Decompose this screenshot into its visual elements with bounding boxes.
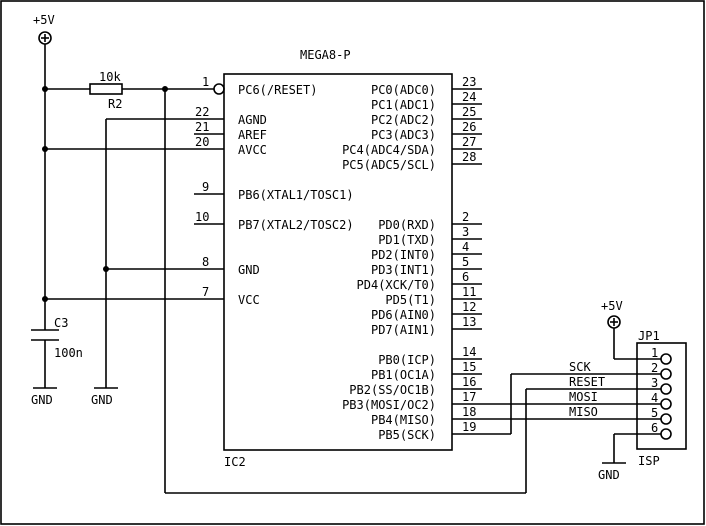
resistor-value: 10k bbox=[99, 70, 121, 84]
pin-num-3: 3 bbox=[462, 225, 469, 239]
pin-num-17: 17 bbox=[462, 390, 476, 404]
pin-label-right: PD4(XCK/T0) bbox=[357, 278, 436, 292]
pin-label-right: PD2(INT0) bbox=[371, 248, 436, 262]
isp-pin-num: 4 bbox=[651, 391, 658, 405]
pin-num-9: 9 bbox=[202, 180, 209, 194]
pin-num-8: 8 bbox=[202, 255, 209, 269]
pin-num-27: 27 bbox=[462, 135, 476, 149]
pin-num-14: 14 bbox=[462, 345, 476, 359]
pin-num-15: 15 bbox=[462, 360, 476, 374]
connector-name: ISP bbox=[638, 454, 660, 468]
signal-mosi: MOSI bbox=[569, 390, 598, 404]
pin-num-16: 16 bbox=[462, 375, 476, 389]
pin-label-avcc: AVCC bbox=[238, 143, 267, 157]
pin-num-22: 22 bbox=[195, 105, 209, 119]
chip-ref: IC2 bbox=[224, 455, 246, 469]
capacitor-value: 100n bbox=[54, 346, 83, 360]
pin-num-2: 2 bbox=[462, 210, 469, 224]
isp-pin-pad bbox=[660, 383, 672, 395]
pin-label-right: PB4(MISO) bbox=[371, 413, 436, 427]
resistor-ref: R2 bbox=[108, 97, 122, 111]
isp-pin-num: 3 bbox=[651, 376, 658, 390]
ground-label-2: GND bbox=[91, 393, 113, 407]
isp-connector-body bbox=[636, 342, 687, 450]
pin-num-5: 5 bbox=[462, 255, 469, 269]
pin-num-12: 12 bbox=[462, 300, 476, 314]
pin-num-18: 18 bbox=[462, 405, 476, 419]
pin-label-right: PC0(ADC0) bbox=[371, 83, 436, 97]
pin-num-4: 4 bbox=[462, 240, 469, 254]
pin-label-right: PD7(AIN1) bbox=[371, 323, 436, 337]
pin-label-right: PD0(RXD) bbox=[378, 218, 436, 232]
pin-num-19: 19 bbox=[462, 420, 476, 434]
pin-num-23: 23 bbox=[462, 75, 476, 89]
isp-pin-pad bbox=[660, 398, 672, 410]
pin-num-20: 20 bbox=[195, 135, 209, 149]
pin-num-1: 1 bbox=[202, 75, 209, 89]
pin-num-13: 13 bbox=[462, 315, 476, 329]
pin-label-right: PC1(ADC1) bbox=[371, 98, 436, 112]
isp-pin-num: 2 bbox=[651, 361, 658, 375]
pin-num-25: 25 bbox=[462, 105, 476, 119]
pin-label-pb6: PB6(XTAL1/TOSC1) bbox=[238, 188, 354, 202]
isp-pin-num: 1 bbox=[651, 346, 658, 360]
pin-num-26: 26 bbox=[462, 120, 476, 134]
isp-pin-num: 6 bbox=[651, 421, 658, 435]
signal-miso: MISO bbox=[569, 405, 598, 419]
pin-label-right: PD3(INT1) bbox=[371, 263, 436, 277]
pin-label-right: PB1(OC1A) bbox=[371, 368, 436, 382]
pin-label-right: PB2(SS/OC1B) bbox=[349, 383, 436, 397]
vcc-right-label: +5V bbox=[601, 299, 623, 313]
pin-num-7: 7 bbox=[202, 285, 209, 299]
pin-label-right: PB0(ICP) bbox=[378, 353, 436, 367]
right-pin-group: 23PC0(ADC0)24PC1(ADC1)25PC2(ADC2)26PC3(A… bbox=[342, 75, 482, 442]
capacitor-ref: C3 bbox=[54, 316, 68, 330]
pin-num-6: 6 bbox=[462, 270, 469, 284]
isp-pin-pad bbox=[660, 353, 672, 365]
pin-label-right: PC3(ADC3) bbox=[371, 128, 436, 142]
pin-label-gnd: GND bbox=[238, 263, 260, 277]
vcc-left-label: +5V bbox=[33, 13, 55, 27]
isp-pin-num: 5 bbox=[651, 406, 658, 420]
resistor-r2 bbox=[89, 83, 123, 95]
pin-num-10: 10 bbox=[195, 210, 209, 224]
ground-label-3: GND bbox=[598, 468, 620, 482]
pin-label-right: PD5(T1) bbox=[385, 293, 436, 307]
junction bbox=[103, 266, 109, 272]
pin-label-right: PC4(ADC4/SDA) bbox=[342, 143, 436, 157]
pin-label-right: PD6(AIN0) bbox=[371, 308, 436, 322]
pin-label-right: PD1(TXD) bbox=[378, 233, 436, 247]
chip-body bbox=[223, 73, 453, 451]
pin-label-right: PC2(ADC2) bbox=[371, 113, 436, 127]
pin-num-11: 11 bbox=[462, 285, 476, 299]
isp-pin-pad bbox=[660, 428, 672, 440]
connector-ref: JP1 bbox=[638, 329, 660, 343]
pin-num-24: 24 bbox=[462, 90, 476, 104]
pin-label-agnd: AGND bbox=[238, 113, 267, 127]
pin-label-aref: AREF bbox=[238, 128, 267, 142]
pin-1-inversion bbox=[213, 83, 225, 95]
signal-reset: RESET bbox=[569, 375, 605, 389]
chip-name: MEGA8-P bbox=[300, 48, 351, 62]
pin-label-right: PC5(ADC5/SCL) bbox=[342, 158, 436, 172]
pin-num-28: 28 bbox=[462, 150, 476, 164]
pin-label-right: PB3(MOSI/OC2) bbox=[342, 398, 436, 412]
ground-label-1: GND bbox=[31, 393, 53, 407]
signal-sck: SCK bbox=[569, 360, 591, 374]
pin-label-pc6: PC6(/RESET) bbox=[238, 83, 317, 97]
pin-label-right: PB5(SCK) bbox=[378, 428, 436, 442]
pin-label-pb7: PB7(XTAL2/TOSC2) bbox=[238, 218, 354, 232]
isp-pin-pad bbox=[660, 368, 672, 380]
pin-num-21: 21 bbox=[195, 120, 209, 134]
pin-label-vcc: VCC bbox=[238, 293, 260, 307]
isp-pin-pad bbox=[660, 413, 672, 425]
